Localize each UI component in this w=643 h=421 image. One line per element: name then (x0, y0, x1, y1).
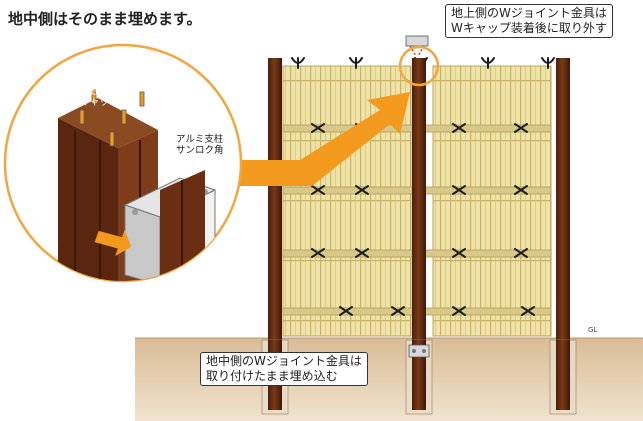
callout-bottom-line2: 取り付けたまま埋め込む (206, 369, 338, 383)
orange-arrow (218, 92, 410, 186)
fence-posts (268, 58, 570, 410)
page-title: 地中側はそのまま埋めます。 (8, 10, 202, 28)
highlight-circle (398, 45, 440, 87)
inset-label-cap-line2: 角用Wキャップ (52, 97, 119, 108)
inset-label-post-line1: アルミ支柱 (176, 134, 224, 145)
joint-hardware-bottom (408, 344, 430, 358)
callout-top-line2: Wキャップ装着後に取り外す (451, 21, 607, 35)
inset-label-cap: アルミ支柱 サンロク 角用Wキャップ (52, 86, 140, 108)
inset-label-post-line2: サンロク角 (176, 145, 224, 156)
inset-label-post: アルミ支柱 サンロク角 (176, 134, 224, 156)
inset-label-cap-line1: アルミ支柱 サンロク (52, 86, 141, 97)
ground-level-label: GL (588, 326, 598, 334)
post-center (412, 58, 426, 410)
bamboo-panel-right (432, 65, 552, 337)
callout-top-line1: 地上側のWジョイント金具は (451, 6, 607, 20)
callout-bottom-line1: 地中側のWジョイント金具は (206, 354, 362, 368)
post-right (556, 58, 570, 410)
callout-top: 地上側のWジョイント金具は Wキャップ装着後に取り外す (445, 4, 613, 38)
callout-bottom: 地中側のWジョイント金具は 取り付けたまま埋め込む (200, 352, 368, 386)
post-left (268, 58, 282, 410)
